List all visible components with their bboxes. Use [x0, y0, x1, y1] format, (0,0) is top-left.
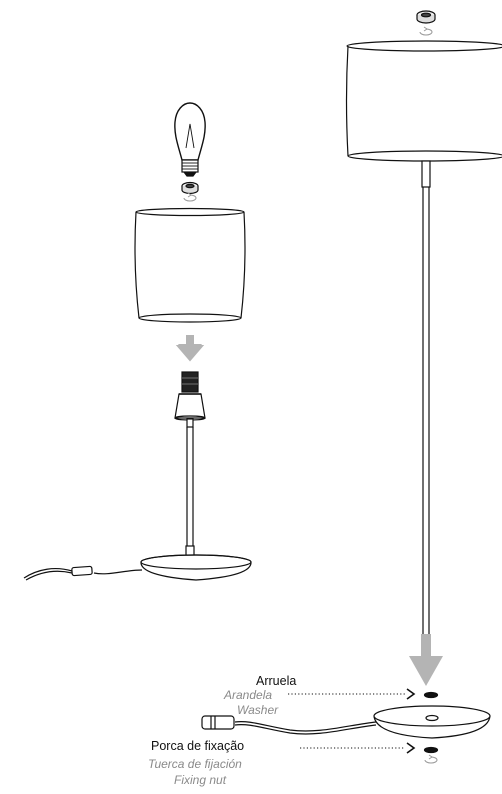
fixing-nut-arrowhead: [406, 742, 416, 754]
floor-rotate-icon: [419, 26, 433, 36]
washer-label-pt: Arruela: [256, 674, 297, 688]
floor-ring-nut-icon: [416, 10, 436, 24]
table-lamp-stem: [185, 427, 195, 559]
washer-label-es: Arandela: [224, 688, 273, 702]
table-lamp-socket: [174, 371, 206, 428]
fixing-nut-part-icon: [423, 746, 439, 754]
fixing-nut-label-pt: Porca de fixação: [151, 739, 245, 753]
floor-lamp-cord: [201, 715, 377, 735]
floor-down-arrow: [409, 634, 443, 686]
floor-lamp-pole: [421, 160, 431, 634]
table-ring-nut-icon: [181, 181, 199, 195]
washer-arrowhead: [406, 688, 416, 700]
floor-lamp-shade: [345, 40, 502, 162]
table-rotate-icon: [183, 192, 197, 202]
floor-lamp-base: [373, 705, 491, 739]
fixing-nut-rotate-icon: [424, 754, 438, 764]
edison-bulb-icon: [174, 102, 206, 177]
table-lamp-cord: [23, 565, 143, 581]
fixing-nut-label-es: Tuerca de fijación: [148, 757, 242, 771]
fixing-nut-label-en: Fixing nut: [174, 773, 227, 787]
washer-label-en: Washer: [237, 703, 279, 717]
table-lamp-base: [140, 554, 252, 581]
table-lamp-shade: [134, 207, 246, 323]
washer-part-icon: [423, 691, 439, 699]
